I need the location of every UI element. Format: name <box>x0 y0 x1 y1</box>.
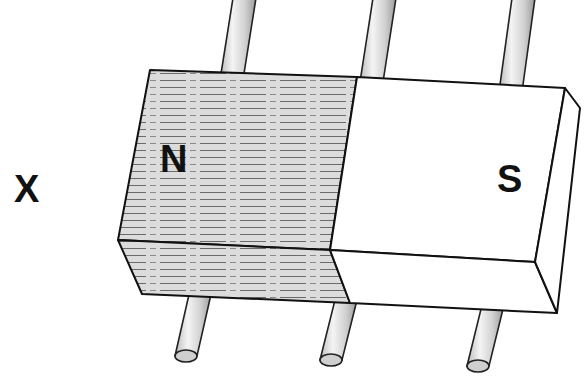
north-bottom <box>118 240 350 303</box>
pole-label: N <box>160 140 187 178</box>
north-face <box>118 70 357 250</box>
south-face <box>330 77 565 262</box>
pole-label: S <box>497 160 522 198</box>
end-face <box>535 88 580 313</box>
south-bottom <box>330 250 557 313</box>
point-label: X <box>14 170 39 208</box>
bar-magnet <box>118 70 580 313</box>
